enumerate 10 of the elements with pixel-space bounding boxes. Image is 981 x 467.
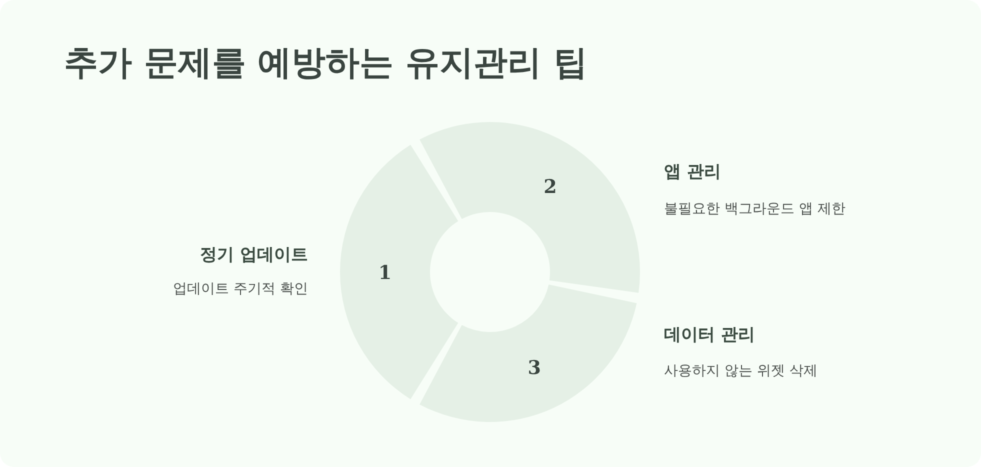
segment-description: 불필요한 백그라운드 앱 제한 [664, 200, 846, 218]
segment-heading: 정기 업데이트 [200, 244, 308, 266]
segment-description: 사용하지 않는 위젯 삭제 [664, 362, 818, 380]
segment-heading: 데이터 관리 [664, 324, 755, 346]
donut-segment: 1 [340, 144, 458, 400]
segment-description: 업데이트 주기적 확인 [173, 280, 308, 298]
segment-heading: 앱 관리 [664, 161, 721, 183]
donut-segment: 3 [420, 284, 637, 422]
donut-segment: 2 [420, 122, 640, 293]
title: 추가 문제를 예방하는 유지관리 팁 [64, 42, 588, 85]
